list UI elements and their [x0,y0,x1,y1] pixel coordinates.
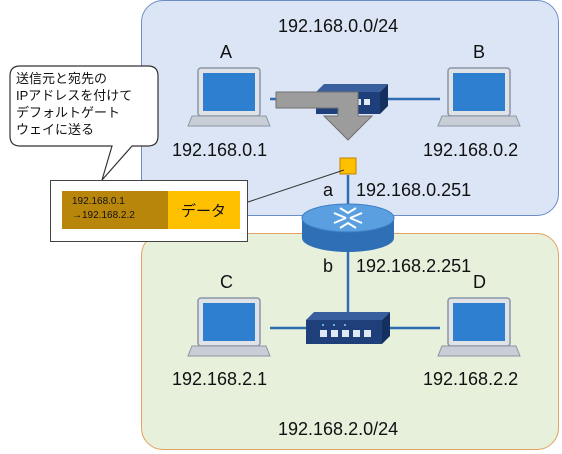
laptop-b-icon [437,67,521,127]
callout-bubble [9,65,159,181]
host-b-ip: 192.168.0.2 [423,140,519,160]
callout-text: 送信元と宛先の IPアドレスを付けて デフォルトゲート ウェイに送る [16,70,132,138]
host-a-ip: 192.168.0.1 [172,140,268,160]
host-c-label: C [220,272,233,292]
packet-header-text: 192.168.0.1 →192.168.2.2 [72,195,135,223]
packet-destination-ip: →192.168.2.2 [72,210,135,221]
packet-source-ip: 192.168.0.1 [72,196,125,207]
host-d-label: D [473,272,486,292]
laptop-a-icon [187,67,271,127]
packet-header [62,191,168,229]
packet-data-label: データ [181,203,227,220]
send-arrow-icon [275,91,374,141]
packet-data [168,191,240,229]
router-port-a-icon [339,157,357,175]
host-d-ip: 192.168.2.2 [423,369,519,389]
router-interface-b-name: b [323,256,334,276]
network-top-label: 192.168.0.0/24 [278,16,399,36]
laptop-d-icon [437,297,521,357]
host-a-label: A [220,42,233,62]
network-bottom-label: 192.168.2.0/24 [278,419,399,439]
router-interface-a-ip: 192.168.0.251 [356,180,472,200]
callout-line: 送信元と宛先の [16,71,108,86]
router-icon [301,203,395,252]
host-b-label: B [473,42,486,62]
router-interface-b-ip: 192.168.2.251 [356,256,472,276]
packet-connector-line [247,169,345,203]
switch-bottom-icon [306,312,390,344]
host-c-ip: 192.168.2.1 [172,369,268,389]
callout-line: IPアドレスを付けて [16,88,133,103]
router-interface-a-name: a [323,180,334,200]
laptop-c-icon [187,297,271,357]
callout-line: ウェイに送る [16,122,95,137]
callout-line: デフォルトゲート [16,105,121,120]
